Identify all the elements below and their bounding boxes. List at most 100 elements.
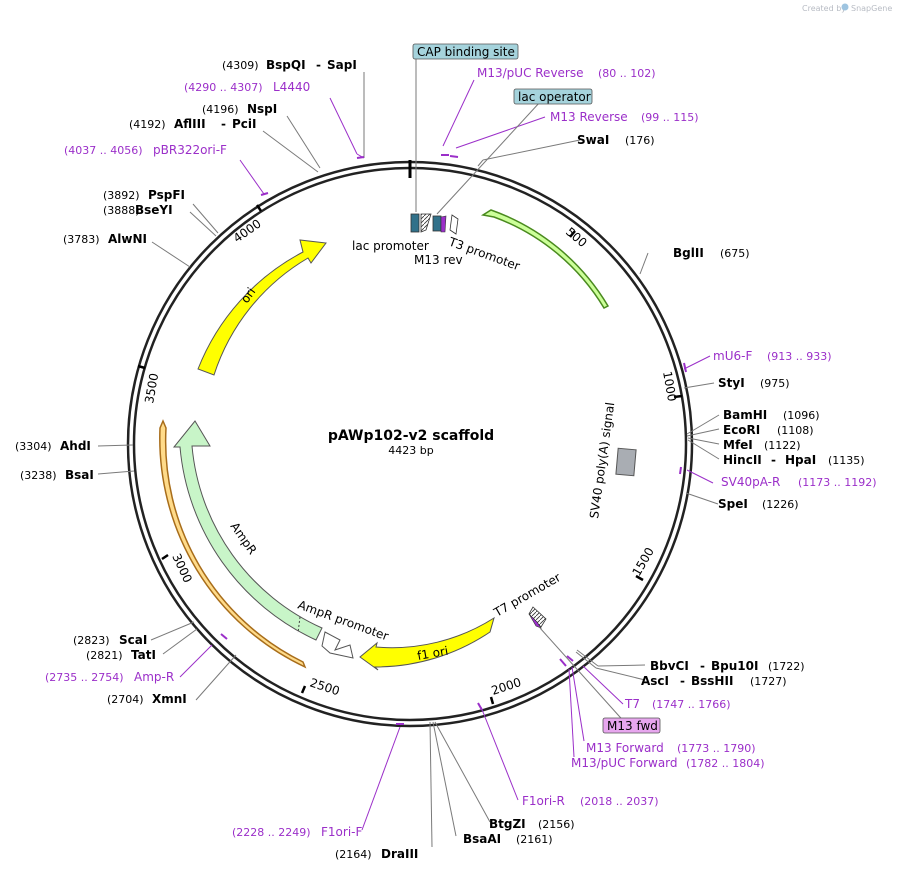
f1ori-r-range: (2018 .. 2037) bbox=[580, 795, 659, 808]
afliii-name[interactable]: AflIII bbox=[174, 117, 206, 131]
feature-green-arc[interactable] bbox=[480, 209, 610, 309]
btgzi-name[interactable]: BtgZI bbox=[489, 817, 526, 831]
ampr-arrow[interactable] bbox=[172, 420, 323, 641]
m13puc-fwd-name[interactable]: M13/pUC Forward bbox=[571, 756, 678, 770]
ampr-range: (2735 .. 2754) bbox=[45, 671, 124, 684]
orange-feature-arrow[interactable] bbox=[159, 419, 307, 669]
swai-name[interactable]: SwaI bbox=[577, 133, 609, 147]
green-feature-arrow[interactable] bbox=[480, 209, 610, 309]
feature-orange-arc[interactable] bbox=[159, 419, 307, 669]
feature-sv40[interactable]: SV40 poly(A) signal bbox=[587, 401, 637, 519]
mu6f-name[interactable]: mU6-F bbox=[713, 349, 752, 363]
scai-pos: (2823) bbox=[73, 634, 110, 647]
ampr-promoter-arrow[interactable] bbox=[321, 631, 354, 659]
pcii-name[interactable]: PciI bbox=[232, 117, 257, 131]
boxed-labels: CAP binding site lac operator M13 fwd bbox=[412, 43, 661, 734]
xmni-name[interactable]: XmnI bbox=[152, 692, 187, 706]
tick-mark bbox=[137, 364, 146, 370]
watermark-brand: SnapGene bbox=[851, 4, 892, 13]
f1ori-r-name[interactable]: F1ori-R bbox=[522, 794, 565, 808]
feature-lac-cluster[interactable]: lac promoter M13 rev T3 promoter bbox=[352, 213, 522, 273]
sv40pa-r-range: (1173 .. 1192) bbox=[798, 476, 877, 489]
bsai-pos: (3238) bbox=[20, 469, 57, 482]
bglii-name[interactable]: BglII bbox=[673, 246, 704, 260]
hpai-name[interactable]: HpaI bbox=[785, 453, 816, 467]
lac-promoter-arrow[interactable] bbox=[420, 213, 432, 233]
f1ori-f-name[interactable]: F1ori-F bbox=[321, 825, 362, 839]
tati-pos: (2821) bbox=[86, 649, 123, 662]
bspqi-pos: (4309) bbox=[222, 59, 259, 72]
pspfi-pos: (3892) bbox=[103, 189, 140, 202]
sapi-sep: - bbox=[316, 58, 321, 72]
swai-pos: (176) bbox=[625, 134, 655, 147]
bsshii-name[interactable]: BssHII bbox=[691, 674, 733, 688]
t7-promoter-label: T7 promoter bbox=[491, 570, 563, 620]
bseyi-name[interactable]: BseYI bbox=[135, 203, 173, 217]
m13-rev-name[interactable]: M13 Reverse bbox=[550, 110, 628, 124]
tick-mark bbox=[300, 685, 307, 694]
m13-fwd-name[interactable]: M13 Forward bbox=[586, 741, 664, 755]
spei-pos: (1226) bbox=[762, 498, 799, 511]
tati-name[interactable]: TatI bbox=[131, 648, 156, 662]
m13-fwd-arrow[interactable] bbox=[528, 613, 542, 629]
styi-pos: (975) bbox=[760, 377, 790, 390]
asci-name[interactable]: AscI bbox=[641, 674, 669, 688]
tick-label: 500 bbox=[563, 225, 590, 250]
cap-site-box[interactable] bbox=[410, 213, 420, 233]
cap-binding-site-tag[interactable] bbox=[412, 43, 519, 60]
xmni-pos: (2704) bbox=[107, 693, 144, 706]
m13-rev-range: (99 .. 115) bbox=[641, 111, 699, 124]
tick-label: 2500 bbox=[308, 676, 341, 699]
ampr-primer-name[interactable]: Amp-R bbox=[134, 670, 174, 684]
styi-name[interactable]: StyI bbox=[718, 376, 745, 390]
watermark-prefix: Created by bbox=[802, 4, 846, 13]
pspfi-name[interactable]: PspFI bbox=[148, 188, 185, 202]
l4440-name[interactable]: L4440 bbox=[273, 80, 310, 94]
ecori-name[interactable]: EcoRI bbox=[723, 423, 760, 437]
l4440-range: (4290 .. 4307) bbox=[184, 81, 263, 94]
bspqi-name[interactable]: BspQI bbox=[266, 58, 306, 72]
bamhi-name[interactable]: BamHI bbox=[723, 408, 767, 422]
lac-operator-box[interactable] bbox=[432, 215, 442, 232]
m13-rev-label: M13 rev bbox=[414, 253, 463, 267]
bsaai-name[interactable]: BsaAI bbox=[463, 832, 501, 846]
ahdi-pos: (3304) bbox=[15, 440, 52, 453]
afliii-pos: (4192) bbox=[129, 118, 166, 131]
hincii-name[interactable]: HincII bbox=[723, 453, 762, 467]
feature-ori[interactable]: ori bbox=[197, 239, 327, 376]
t7-primer-name[interactable]: T7 bbox=[624, 697, 640, 711]
feature-t7[interactable]: T7 promoter bbox=[491, 570, 563, 629]
ahdi-name[interactable]: AhdI bbox=[60, 439, 91, 453]
mu6f-range: (913 .. 933) bbox=[767, 350, 832, 363]
primer-marks bbox=[220, 154, 687, 725]
alwni-name[interactable]: AlwNI bbox=[108, 232, 147, 246]
nspi-name[interactable]: NspI bbox=[247, 102, 277, 116]
spei-name[interactable]: SpeI bbox=[718, 497, 748, 511]
sv40pa-r-name[interactable]: SV40pA-R bbox=[721, 475, 780, 489]
t3-promoter-arrow[interactable] bbox=[449, 214, 459, 235]
f1-ori-arrow[interactable] bbox=[359, 616, 495, 671]
sapi-name[interactable]: SapI bbox=[327, 58, 357, 72]
mfei-name[interactable]: MfeI bbox=[723, 438, 753, 452]
pbr322-name[interactable]: pBR322ori-F bbox=[153, 143, 227, 157]
sv40-box[interactable] bbox=[615, 447, 637, 477]
scai-name[interactable]: ScaI bbox=[119, 633, 147, 647]
m13-fwd-tag[interactable] bbox=[602, 717, 661, 734]
ori-arrow[interactable] bbox=[197, 239, 327, 376]
t7-promoter-arrow[interactable] bbox=[528, 606, 547, 628]
f1-ori-label: f1 ori bbox=[416, 644, 449, 663]
m13-fwd-range: (1773 .. 1790) bbox=[677, 742, 756, 755]
t7-primer-range: (1747 .. 1766) bbox=[652, 698, 731, 711]
bpu10i-name[interactable]: Bpu10I bbox=[711, 659, 758, 673]
bsai-name[interactable]: BsaI bbox=[65, 468, 94, 482]
lac-promoter-label: lac promoter bbox=[352, 239, 429, 253]
dralii-name[interactable]: DraIII bbox=[381, 847, 418, 861]
mfei-pos: (1122) bbox=[764, 439, 801, 452]
lac-operator-tag[interactable] bbox=[513, 88, 593, 105]
m13-rev-arrow[interactable] bbox=[440, 215, 447, 233]
bbvci-name[interactable]: BbvCI bbox=[650, 659, 689, 673]
m13puc-rev-name[interactable]: M13/pUC Reverse bbox=[477, 66, 584, 80]
feature-f1-ori[interactable]: f1 ori bbox=[359, 616, 495, 671]
enzyme-labels: (4309) BspQI - SapI (4196) NspI (4192) A… bbox=[15, 58, 865, 861]
